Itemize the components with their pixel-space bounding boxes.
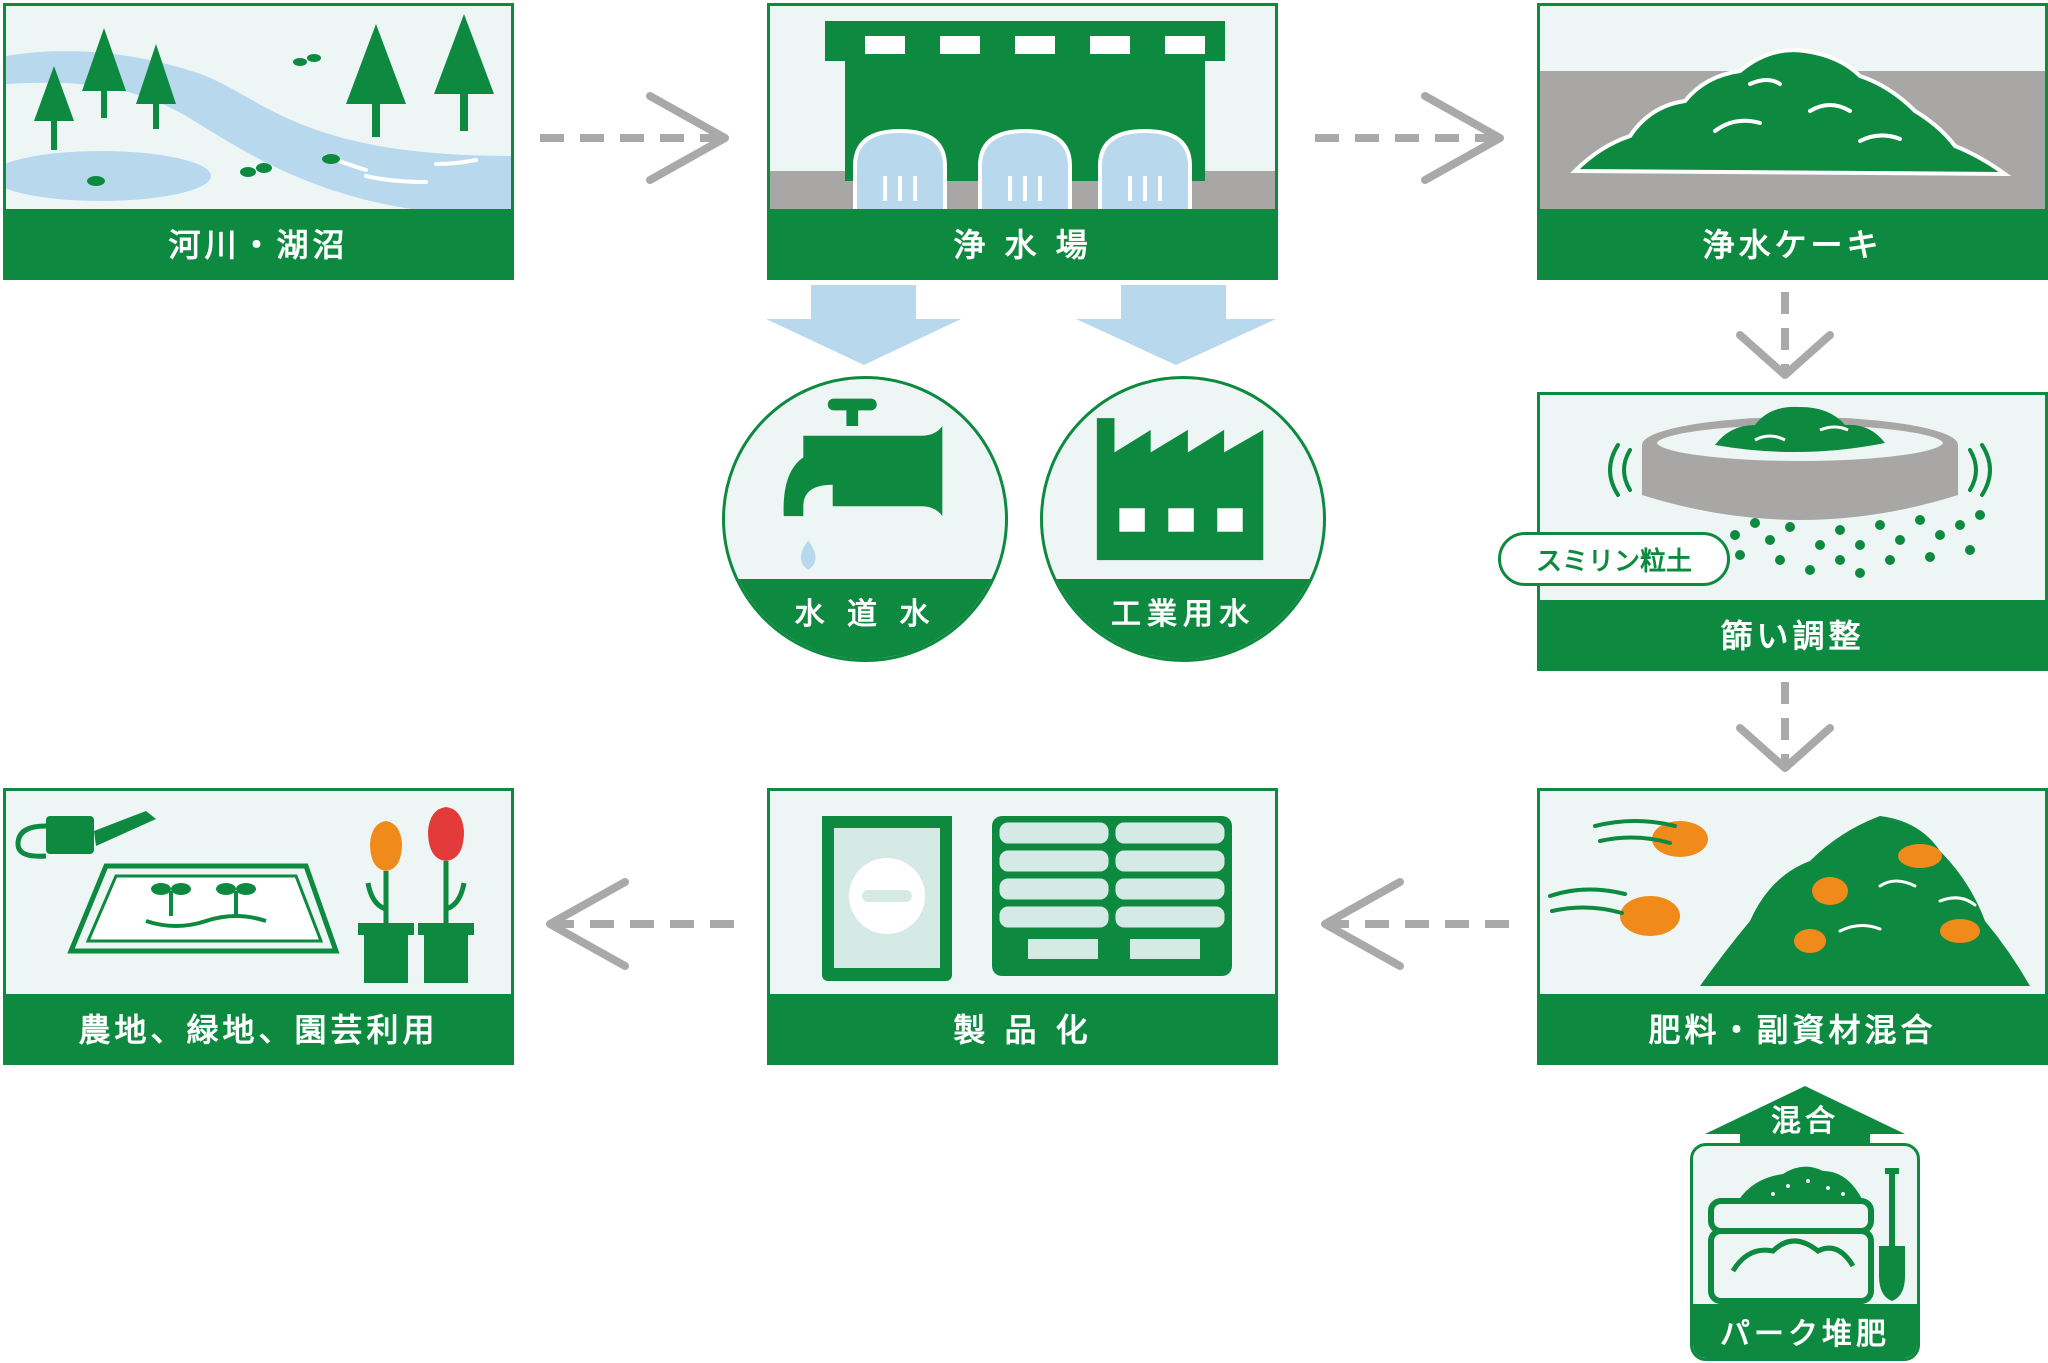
- faucet-icon: [783, 398, 943, 570]
- factory-icon: [1096, 418, 1264, 561]
- step-water-cake-label: 浄水ケーキ: [1540, 209, 2045, 277]
- step-mixing-label: 肥料・副資材混合: [1540, 994, 2045, 1062]
- output-tap-water-label: 水 道 水: [725, 579, 1005, 659]
- soil-pile-icon: [1540, 6, 2045, 211]
- arrow-river-to-plant: [540, 92, 729, 184]
- output-industrial-water: 工業用水: [1040, 376, 1326, 662]
- step-use-label: 農地、緑地、園芸利用: [6, 994, 511, 1062]
- step-productization: 製 品 化: [767, 788, 1278, 1065]
- water-plant-icon: [770, 6, 1275, 211]
- arrow-mix-to-product: [1321, 878, 1510, 970]
- step-river-label: 河川・湖沼: [6, 209, 511, 277]
- bark-compost-label: パーク堆肥: [1693, 1304, 1917, 1358]
- shovel-icon: [1879, 1168, 1905, 1301]
- mix-arrow-label: 混合: [1771, 1104, 1839, 1139]
- step-use: 農地、緑地、園芸利用: [3, 788, 514, 1065]
- arrow-to-tap: [766, 285, 961, 365]
- step-mixing: 肥料・副資材混合: [1537, 788, 2048, 1065]
- step-productization-label: 製 品 化: [770, 994, 1275, 1062]
- output-industrial-water-label: 工業用水: [1043, 579, 1323, 659]
- output-arrows: [766, 285, 1276, 365]
- output-tap-water: 水 道 水: [722, 376, 1008, 662]
- step-sieving-label: 篩い調整: [1540, 600, 2045, 668]
- tree-icon: [34, 14, 494, 150]
- watering-can-icon: [15, 811, 156, 859]
- sieve-icon: [1540, 395, 2045, 602]
- additive-bark-compost: パーク堆肥: [1690, 1143, 1920, 1361]
- step-water-plant: 浄 水 場: [767, 3, 1278, 280]
- step-sieving: 篩い調整: [1537, 392, 2048, 671]
- step-water-plant-label: 浄 水 場: [770, 209, 1275, 277]
- arrow-cake-to-sieve: [1736, 292, 1834, 379]
- step-water-cake: 浄水ケーキ: [1537, 3, 2048, 280]
- use-illustration: [6, 791, 511, 996]
- arrow-product-to-use: [546, 878, 735, 970]
- arrow-plant-to-cake: [1315, 92, 1504, 184]
- fertilizer-bag-icon: [770, 791, 1275, 996]
- mixing-illustration: [1540, 791, 2045, 996]
- tulip-icon: [358, 807, 474, 983]
- step-river: 河川・湖沼: [3, 3, 514, 280]
- sumirin-soil-tag: スミリン粒土: [1498, 532, 1730, 586]
- river-lake-illustration: [6, 6, 511, 211]
- arrow-bark-to-mix: [1705, 1086, 1905, 1146]
- compost-icon: [1708, 1166, 1905, 1304]
- arrow-to-industrial: [1076, 285, 1276, 365]
- arrow-sieve-to-mix: [1736, 682, 1834, 772]
